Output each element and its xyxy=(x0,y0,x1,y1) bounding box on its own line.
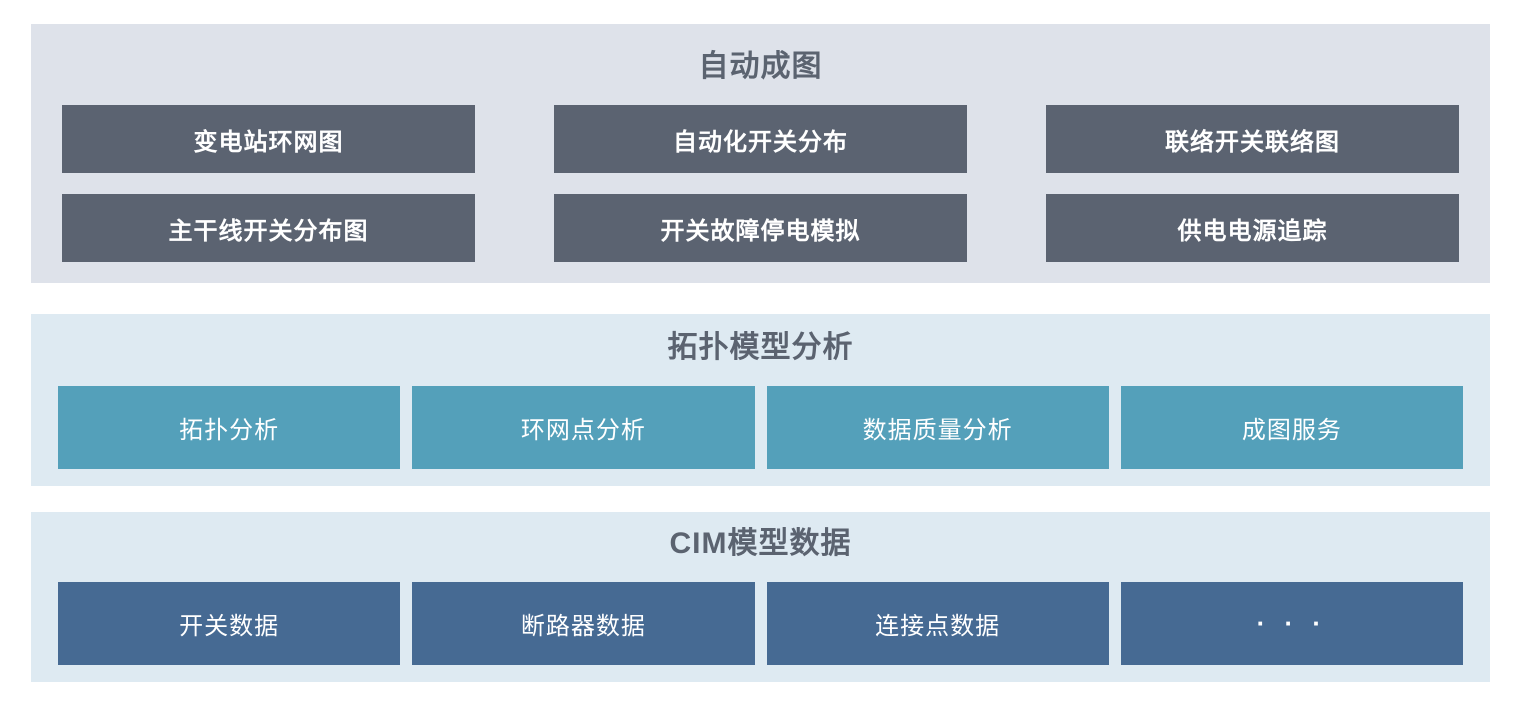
cim-box-grid: 开关数据 断路器数据 连接点数据 · · · xyxy=(31,582,1490,665)
box-switch-data: 开关数据 xyxy=(58,582,401,665)
section-title-topology-model-analysis: 拓扑模型分析 xyxy=(667,331,854,364)
box-connection-point-data: 连接点数据 xyxy=(766,582,1109,665)
box-power-supply-tracing: 供电电源追踪 xyxy=(1046,194,1459,262)
box-more-ellipsis: · · · xyxy=(1120,582,1463,665)
auto-diagram-box-grid: 变电站环网图 自动化开关分布 联络开关联络图 主干线开关分布图 开关故障停电模拟… xyxy=(31,105,1490,262)
box-substation-ring-network-diagram: 变电站环网图 xyxy=(62,105,475,173)
section-title-cim-model-data: CIM模型数据 xyxy=(669,527,852,560)
topology-box-grid: 拓扑分析 环网点分析 数据质量分析 成图服务 xyxy=(31,386,1490,469)
box-breaker-data: 断路器数据 xyxy=(412,582,755,665)
box-automated-switch-distribution: 自动化开关分布 xyxy=(554,105,967,173)
section-title-auto-diagram: 自动成图 xyxy=(698,50,823,83)
box-switch-fault-outage-simulation: 开关故障停电模拟 xyxy=(554,194,967,262)
box-data-quality-analysis: 数据质量分析 xyxy=(766,386,1109,469)
box-diagram-service: 成图服务 xyxy=(1120,386,1463,469)
section-topology-model-analysis: 拓扑模型分析 拓扑分析 环网点分析 数据质量分析 成图服务 xyxy=(31,314,1490,486)
box-ring-point-analysis: 环网点分析 xyxy=(412,386,755,469)
section-cim-model-data: CIM模型数据 开关数据 断路器数据 连接点数据 · · · xyxy=(31,512,1490,682)
section-auto-diagram: 自动成图 变电站环网图 自动化开关分布 联络开关联络图 主干线开关分布图 开关故… xyxy=(31,24,1490,283)
box-trunk-line-switch-distribution-diagram: 主干线开关分布图 xyxy=(62,194,475,262)
box-topology-analysis: 拓扑分析 xyxy=(58,386,401,469)
box-tie-switch-connection-diagram: 联络开关联络图 xyxy=(1046,105,1459,173)
